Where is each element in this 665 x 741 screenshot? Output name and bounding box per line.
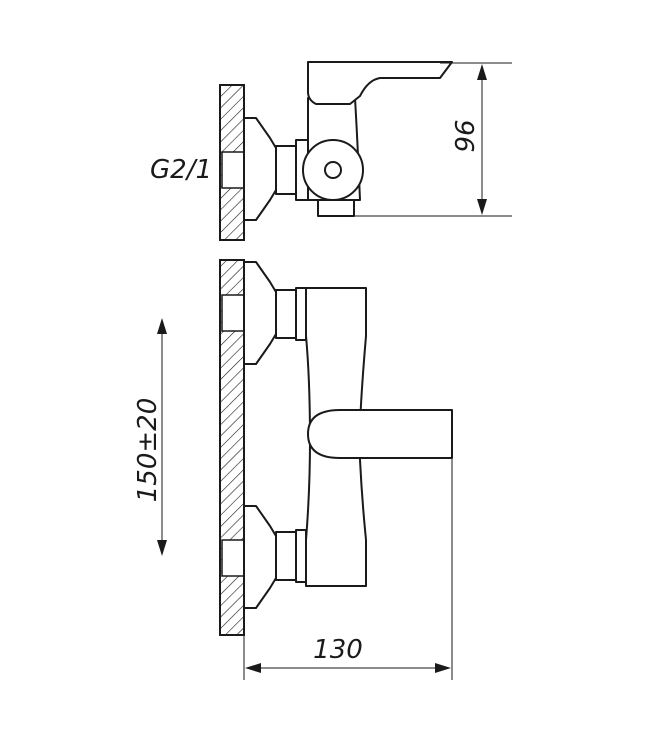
escutcheon-flange xyxy=(243,117,277,221)
connector-lower-pipe xyxy=(275,531,297,581)
connector-upper-pipe xyxy=(275,289,297,339)
wall-notch xyxy=(221,151,245,189)
escutcheon-upper xyxy=(243,261,277,365)
escutcheon-lower xyxy=(243,505,277,609)
height-dimension-label: 96 xyxy=(451,119,481,152)
thread-label: G2/1 xyxy=(150,155,212,185)
connector-lower-nut xyxy=(295,529,307,583)
outlet-spout xyxy=(317,199,355,217)
connector-pipe xyxy=(275,145,297,195)
lever-handle-side xyxy=(307,61,453,105)
wall-notch-upper xyxy=(221,294,245,332)
depth-dimension-label: 130 xyxy=(313,635,363,665)
wall-notch-lower xyxy=(221,539,245,577)
side-view: 96 G2/1 xyxy=(150,61,512,241)
spacing-dimension-label: 150±20 xyxy=(133,398,163,503)
plan-view: 130 150±20 xyxy=(133,259,453,680)
handle-cap-center xyxy=(324,161,342,179)
lever-handle-plan xyxy=(307,409,453,459)
connector-upper-nut xyxy=(295,287,307,341)
